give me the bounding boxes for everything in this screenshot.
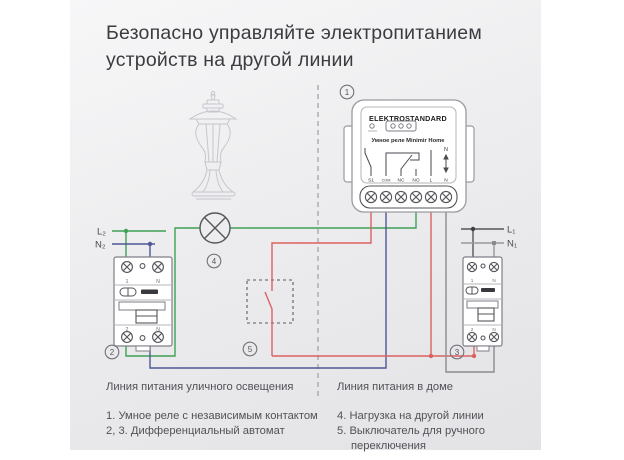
svg-text:NC: NC <box>398 178 405 184</box>
svg-text:S1: S1 <box>368 178 374 184</box>
label-n1: N₁ <box>507 239 517 250</box>
relay-model: Умное реле Minimir Home <box>371 138 445 144</box>
relay-device: ELEKTROSTANDARD Умное реле Minimir Home … <box>343 99 475 213</box>
legend-left: 1. Умное реле с независимым контактом 2,… <box>106 409 331 439</box>
svg-text:N: N <box>156 279 160 285</box>
feed-labels: L₂ N₂ L₁ N₁ <box>95 225 517 251</box>
wire-red-live <box>264 212 475 357</box>
svg-text:2: 2 <box>126 327 129 333</box>
badge-numbers: 1 2 3 4 5 <box>110 88 460 357</box>
badge-switch <box>242 341 258 357</box>
legend-right: 4. Нагрузка на другой линии 5. Выключате… <box>337 409 515 454</box>
wire-group <box>112 212 504 373</box>
lamp-symbol <box>199 212 231 244</box>
svg-text:5: 5 <box>248 345 253 354</box>
legend-item-2-3: 2, 3. Дифференциальный автомат <box>106 425 285 437</box>
caption-street-line: Линия питания уличного освещения <box>106 381 294 393</box>
relay-buttons <box>385 120 417 132</box>
badge-breaker-right <box>449 344 465 360</box>
breaker-left: 1 N 2 N <box>113 256 173 352</box>
manual-switch-box <box>246 279 294 324</box>
svg-text:COM: COM <box>382 179 391 183</box>
svg-text:1: 1 <box>126 279 129 285</box>
svg-text:L: L <box>430 178 433 184</box>
junction-red-1 <box>428 353 434 359</box>
svg-text:N: N <box>444 178 448 184</box>
relay-terminal-labels: S1 COM NC NO L N <box>368 178 448 184</box>
svg-text:4: 4 <box>212 257 217 266</box>
gray-panel <box>70 0 541 450</box>
junction-blue <box>147 241 153 247</box>
street-lamp-illustration <box>188 90 238 200</box>
svg-text:NO: NO <box>412 178 419 184</box>
svg-text:2: 2 <box>110 348 115 357</box>
relay-terminal-strip <box>359 185 458 209</box>
svg-text:1: 1 <box>345 88 350 97</box>
svg-text:3: 3 <box>455 348 460 357</box>
legend-item-5: 5. Выключатель для ручного переключения <box>337 425 485 452</box>
svg-text:N: N <box>492 327 495 332</box>
svg-text:1: 1 <box>471 278 474 283</box>
junction-red-2 <box>471 353 477 359</box>
svg-text:N: N <box>492 278 495 283</box>
page-title: Безопасно управляйте электропитанием уст… <box>106 22 482 71</box>
legend-item-4: 4. Нагрузка на другой линии <box>337 410 484 422</box>
relay-led <box>369 123 375 129</box>
label-n2: N₂ <box>95 240 106 251</box>
label-l2: L₂ <box>97 227 106 238</box>
wire-gray-neutral-relay <box>445 212 495 373</box>
legend-item-1: 1. Умное реле с независимым контактом <box>106 410 318 422</box>
relay-schematic <box>364 148 449 176</box>
label-l1: L₁ <box>507 225 516 236</box>
badge-relay <box>339 84 355 100</box>
svg-text:N: N <box>156 327 160 333</box>
junction-n1 <box>492 241 496 245</box>
relay-neutral-label: N <box>444 147 448 153</box>
breaker-right: 1 N 2 N <box>462 256 503 352</box>
svg-text:2: 2 <box>471 327 474 332</box>
badge-breaker-left <box>104 344 120 360</box>
caption-house-line: Линия питания в доме <box>337 381 454 393</box>
relay-brand: ELEKTROSTANDARD <box>369 114 447 123</box>
badge-lamp <box>206 253 222 269</box>
relay-face <box>360 106 457 184</box>
junction-l1 <box>470 226 476 232</box>
junction-green <box>123 228 129 234</box>
badges <box>104 84 465 360</box>
